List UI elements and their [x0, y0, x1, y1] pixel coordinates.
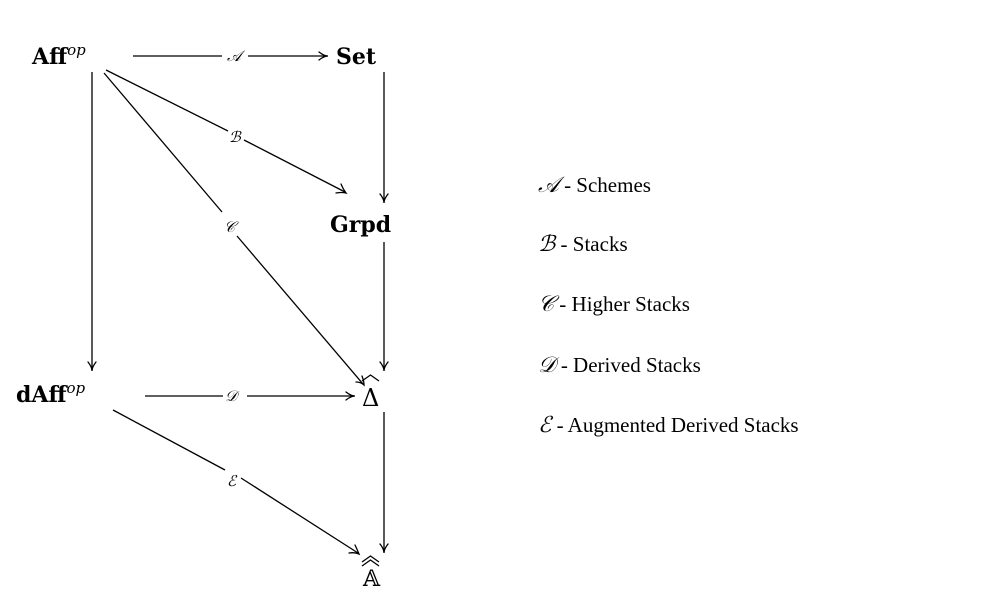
edge-label-c: 𝒞: [224, 218, 239, 236]
node-daff-op: dAffop: [16, 379, 86, 408]
edge-label-e: ℰ: [227, 472, 238, 490]
edge-aff-grpd: ℬ: [105, 69, 348, 195]
node-grpd: Grpd: [330, 212, 391, 238]
edge-label-a: 𝒜: [227, 47, 246, 65]
edge-grpd-deltahat: [379, 242, 389, 372]
edge-label-d: 𝒟: [225, 387, 240, 405]
edge-daff-deltahat: 𝒟: [145, 387, 356, 405]
edge-aff-set: 𝒜: [133, 47, 329, 65]
legend-item: 𝒟 - Derived Stacks: [538, 353, 701, 378]
legend-item: 𝒜 - Schemes: [538, 173, 651, 198]
edge-daff-ahat: ℰ: [112, 409, 361, 556]
legend: 𝒜 - Schemes ℬ - Stacks 𝒞 - Higher Stacks…: [538, 173, 799, 438]
edge-aff-deltahat: 𝒞: [103, 72, 365, 387]
edge-set-grpd: [379, 72, 389, 204]
node-delta-hat: Δ: [361, 374, 380, 412]
legend-item: 𝒞 - Higher Stacks: [538, 292, 690, 317]
edge-deltahat-ahat: [379, 412, 389, 554]
edge-label-b: ℬ: [229, 128, 242, 146]
legend-item: ℰ - Augmented Derived Stacks: [538, 413, 799, 438]
svg-text:𝔸: 𝔸: [362, 567, 381, 592]
node-aff-op: Affop: [31, 41, 86, 70]
legend-item: ℬ - Stacks: [538, 232, 628, 257]
node-set: Set: [336, 44, 377, 70]
svg-text:Δ: Δ: [362, 384, 379, 412]
edge-aff-daff: [87, 72, 97, 372]
node-a-hat: 𝔸: [361, 555, 381, 592]
